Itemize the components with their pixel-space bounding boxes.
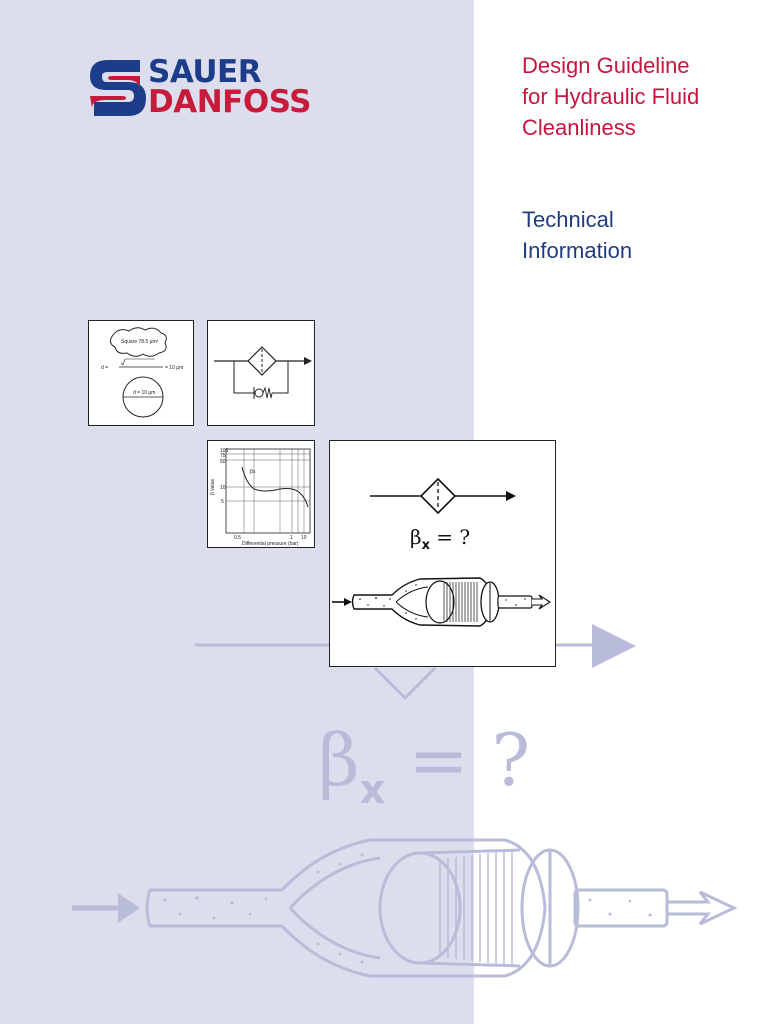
contaminant-dots xyxy=(359,584,526,620)
thumbnail-beta-chart: 100 75 50 10 5 0.5 1 10 βx β value Diffe… xyxy=(207,440,315,548)
filter-figure-art xyxy=(332,477,552,627)
bg-contaminant-dots xyxy=(163,853,652,964)
symbol-arrow-icon xyxy=(506,491,516,501)
beta-chart: 100 75 50 10 5 0.5 1 10 βx β value Diffe… xyxy=(210,448,311,547)
outlet-arrow-icon xyxy=(532,594,552,610)
logo-s-icon xyxy=(90,60,146,116)
y-tick: 75 xyxy=(220,453,226,459)
bg-housing-inner xyxy=(288,856,381,960)
formula-right: = 10 µm xyxy=(165,365,183,371)
bypass-spring-icon xyxy=(262,386,273,399)
check-valve-ball xyxy=(254,388,264,398)
bg-element-pleats xyxy=(439,851,513,965)
bg-element-top xyxy=(419,848,521,855)
housing-inner xyxy=(395,586,429,618)
bg-filter-housing xyxy=(145,838,547,978)
y-tick: 100 xyxy=(220,448,229,454)
x-tick: 10 xyxy=(301,535,307,541)
bg-element-bottom xyxy=(419,961,521,968)
y-tick: 10 xyxy=(220,485,226,491)
filter-beta-figure: βx = ? xyxy=(329,440,556,667)
y-tick: 50 xyxy=(220,459,226,465)
series-label: βx xyxy=(250,469,256,475)
bg-outlet-pipe xyxy=(573,888,669,928)
beta-curve xyxy=(241,466,309,508)
outlet-pipe xyxy=(497,595,533,609)
bypass-schematic xyxy=(214,346,312,399)
x-tick: 0.5 xyxy=(234,535,241,541)
bg-arrow-head xyxy=(592,624,636,668)
bypass-left xyxy=(233,361,254,394)
logo-line-sauer: SAUER xyxy=(148,54,262,90)
formula-left: d = xyxy=(101,365,108,371)
title-line: Design Guideline xyxy=(522,53,690,78)
title-line: for Hydraulic Fluid xyxy=(522,84,700,109)
document-subtitle: Technical Information xyxy=(522,204,762,266)
subtitle-line: Technical xyxy=(522,207,614,232)
thumbnail-particle-size: Square 78.5 µm² d = = 10 µm d = 10 µm xyxy=(88,320,194,426)
element-pleats xyxy=(443,582,478,622)
document-title: Design Guideline for Hydraulic Fluid Cle… xyxy=(522,50,762,143)
bg-inlet-arrow-head xyxy=(118,893,140,923)
particle-blob xyxy=(109,327,167,357)
diameter-label: d = 10 µm xyxy=(133,390,155,396)
bg-diamond-bottom xyxy=(373,666,437,701)
inlet-arrow-icon xyxy=(344,598,352,606)
x-tick: 1 xyxy=(290,535,293,541)
subtitle-line: Information xyxy=(522,238,633,263)
outlet-arrow-icon xyxy=(304,357,312,365)
thumbnail-filter-bypass-symbol xyxy=(207,320,315,426)
chart-frame xyxy=(225,448,311,534)
title-line: Cleanliness xyxy=(522,115,636,140)
sauer-danfoss-logo: SAUER DANFOSS xyxy=(88,56,328,124)
area-label: Square 78.5 µm² xyxy=(121,339,159,345)
bg-outlet-arrow xyxy=(667,890,738,926)
beta-question: βx = ? xyxy=(410,525,471,553)
formula-root xyxy=(120,358,155,366)
logo-line-danfoss: DANFOSS xyxy=(148,84,311,120)
y-tick: 5 xyxy=(221,499,224,505)
x-axis-label: Differential pressure (bar) xyxy=(242,541,299,547)
y-axis-label: β value xyxy=(210,479,216,495)
bypass-right xyxy=(272,361,289,394)
background-beta-question: βx = ? xyxy=(318,718,531,813)
particle-diagram: Square 78.5 µm² d = = 10 µm d = 10 µm xyxy=(101,327,183,418)
